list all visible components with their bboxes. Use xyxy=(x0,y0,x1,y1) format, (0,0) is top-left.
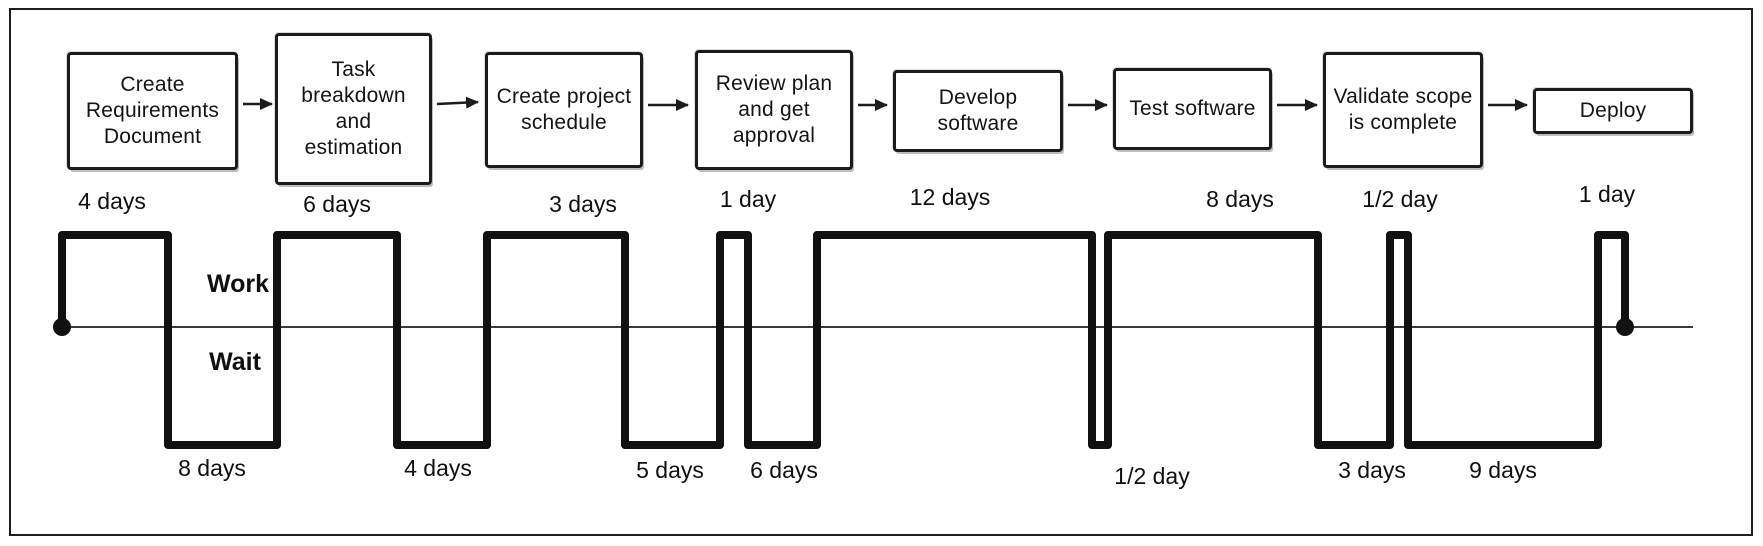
process-step-box: Validate scope is complete xyxy=(1323,52,1483,168)
process-step-box: Develop software xyxy=(893,70,1063,152)
process-step-label: Develop software xyxy=(937,85,1019,135)
work-axis-label: Work xyxy=(206,270,270,298)
wait-duration-label: 6 days xyxy=(750,457,818,483)
process-step-box: Task breakdown and estimation xyxy=(275,33,432,185)
process-step-label: Review plan and get approval xyxy=(715,71,833,148)
wait-axis-label: Wait xyxy=(209,348,261,376)
work-wait-wave xyxy=(58,231,1629,449)
wait-duration-label: 3 days xyxy=(1338,457,1406,483)
wait-duration-label: 5 days xyxy=(636,457,704,483)
work-duration-label: 1 day xyxy=(1578,181,1636,207)
wait-duration-label: 9 days xyxy=(1469,457,1537,483)
work-duration-label: 8 days xyxy=(1206,186,1274,212)
wait-duration-label: 4 days xyxy=(404,455,472,481)
wait-duration-label: 1/2 day xyxy=(1114,463,1190,489)
process-step-box: Create project schedule xyxy=(485,52,643,168)
outer-border xyxy=(9,8,1753,536)
process-step-label: Task breakdown and estimation xyxy=(301,57,406,160)
process-step-label: Create Requirements Document xyxy=(85,72,220,149)
work-duration-label: 1 day xyxy=(719,186,777,212)
work-duration-label: 3 days xyxy=(549,191,617,217)
process-step-box: Review plan and get approval xyxy=(695,50,853,170)
timeline-end-dot xyxy=(1616,318,1634,336)
process-step-box: Create Requirements Document xyxy=(67,52,238,170)
process-step-label: Create project schedule xyxy=(496,84,632,134)
process-step-box: Deploy xyxy=(1533,88,1693,134)
work-duration-label: 6 days xyxy=(303,191,371,217)
work-duration-label: 4 days xyxy=(78,188,146,214)
flow-arrow xyxy=(436,96,479,109)
work-duration-label: 1/2 day xyxy=(1362,186,1438,212)
work-duration-label: 12 days xyxy=(909,184,991,210)
process-step-label: Test software xyxy=(1129,96,1256,120)
process-step-label: Deploy xyxy=(1579,98,1647,122)
flow-arrows xyxy=(243,96,1528,111)
process-step-box: Test software xyxy=(1113,68,1272,150)
process-step-label: Validate scope is complete xyxy=(1333,84,1473,134)
wait-duration-label: 8 days xyxy=(178,455,246,481)
timeline-start-dot xyxy=(53,318,71,336)
